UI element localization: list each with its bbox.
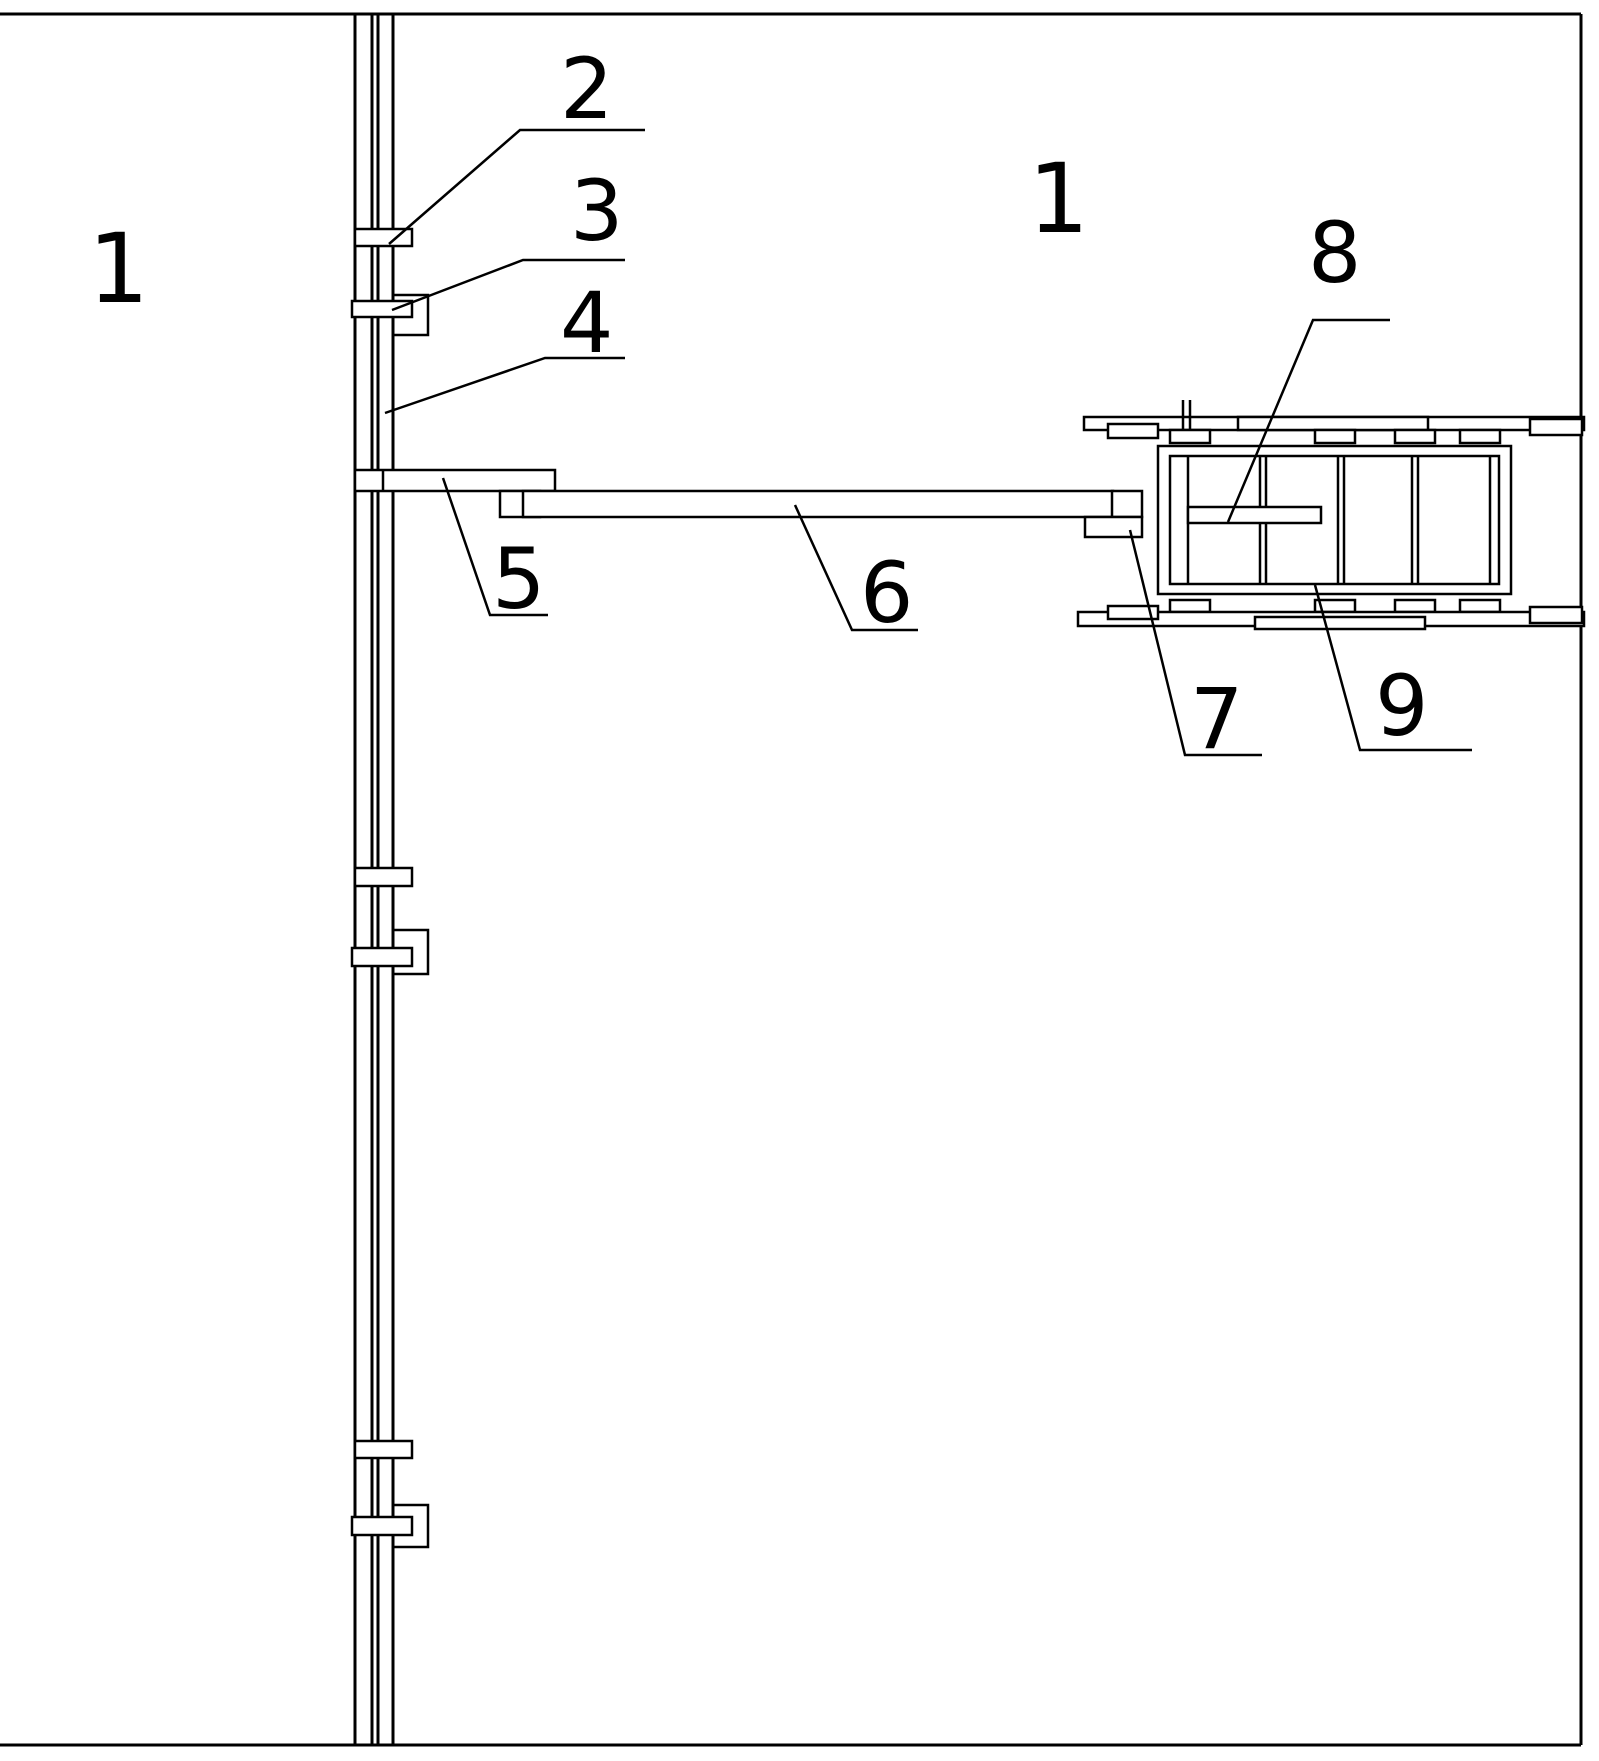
- label-3: 3: [570, 162, 623, 260]
- label-region-right: 1: [1028, 143, 1089, 255]
- label-region-left: 1: [88, 213, 149, 325]
- arm-beam: [500, 491, 1142, 537]
- clamp-group-bottom: [352, 1441, 428, 1547]
- clamp-group-top: [352, 229, 428, 335]
- label-8: 8: [1308, 204, 1361, 302]
- label-5: 5: [492, 530, 545, 628]
- label-4: 4: [560, 274, 613, 372]
- support-bracket: [355, 470, 555, 491]
- label-2: 2: [560, 40, 613, 138]
- clamp-group-middle: [352, 868, 428, 974]
- label-6: 6: [860, 544, 913, 642]
- label-7: 7: [1190, 670, 1243, 768]
- trolley-assembly: [1078, 400, 1584, 629]
- label-9: 9: [1375, 657, 1428, 755]
